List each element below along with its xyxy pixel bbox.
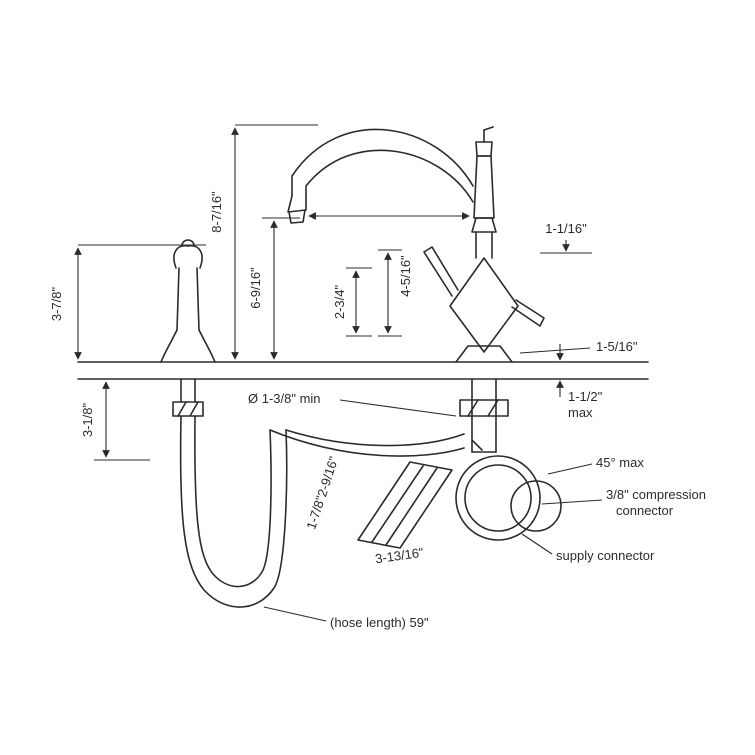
connector-link-line	[471, 439, 483, 451]
label-under-deck: 3-1/8"	[80, 402, 95, 437]
connector-detail-small-circle	[510, 480, 562, 532]
label-bracket-dim1: 2-9/16"	[314, 454, 341, 498]
label-flange-dia: 1-5/16"	[596, 339, 638, 354]
nut-hatch	[177, 401, 187, 417]
hose-loop-inner	[194, 415, 272, 588]
label-connector-line1: 3/8" compression	[606, 487, 706, 502]
leader-angle-max	[547, 463, 593, 475]
label-deck-max-value: 1-1/2"	[568, 389, 603, 404]
wand-lever	[483, 126, 494, 131]
spout-tip	[287, 195, 307, 213]
leader-flange-dia	[519, 347, 591, 354]
faucet-base-flange	[455, 345, 513, 363]
label-spray-height: 3-7/8"	[49, 286, 64, 321]
nut-hatch	[487, 399, 499, 417]
spout-arc-outer	[291, 128, 474, 197]
leader-hose-length	[263, 606, 327, 622]
bracket-hatch	[385, 467, 438, 546]
nut-hatch	[189, 401, 199, 417]
bracket-hatch	[371, 465, 424, 543]
connector-detail-inner-circle	[464, 464, 532, 532]
label-handle-height: 2-3/4"	[332, 284, 347, 319]
dimension-labels: 8-7/16" 6-9/16" 2-3/4" 4-5/16" 3-7/8" 1-…	[49, 191, 706, 630]
mounting-bracket-detail	[357, 461, 453, 549]
hose-loop-outer	[179, 415, 288, 608]
right-handle-lever	[511, 299, 545, 327]
label-angle-max: 45° max	[596, 455, 644, 470]
leader-hole-dia	[339, 399, 457, 417]
label-body-height: 4-5/16"	[398, 255, 413, 297]
faucet-hub-body	[449, 257, 519, 353]
label-spout-height: 8-7/16"	[209, 191, 224, 233]
spout-arc-inner	[305, 149, 474, 203]
wand-cap	[475, 141, 493, 157]
connector-detail-outer-circle	[455, 455, 541, 541]
left-handle-lever	[423, 246, 459, 297]
label-bracket-dim2: 1-7/8"	[303, 494, 328, 532]
label-hole-dia: Ø 1-3/8" min	[248, 391, 321, 406]
leader-supply	[521, 533, 553, 555]
side-spray-neck-left	[176, 267, 180, 331]
leader-connector	[541, 499, 603, 505]
hose-run-lower	[269, 429, 465, 457]
side-spray-button	[181, 239, 195, 247]
spray-mounting-nut	[172, 401, 204, 417]
side-spray-base-right	[198, 329, 216, 363]
faucet-line-art	[77, 126, 649, 608]
pulldown-wand	[473, 155, 495, 219]
swivel-joint	[471, 217, 497, 233]
label-wand-dim: 1-1/16"	[545, 221, 587, 236]
label-deck-max-word: max	[568, 405, 593, 420]
label-connector-line2: connector	[616, 503, 674, 518]
label-supply: supply connector	[556, 548, 655, 563]
label-aerator-height: 6-9/16"	[248, 267, 263, 309]
label-bracket-dim3: 3-13/16"	[374, 545, 425, 567]
nut-hatch	[467, 399, 479, 417]
hose-run-upper	[285, 429, 465, 447]
faucet-mounting-nut	[459, 399, 509, 417]
dimension-lines	[74, 124, 603, 622]
side-spray-head	[173, 244, 203, 269]
side-spray-neck-right	[196, 267, 200, 331]
side-spray-base-left	[160, 329, 178, 363]
label-hose-length: (hose length) 59"	[330, 615, 429, 630]
